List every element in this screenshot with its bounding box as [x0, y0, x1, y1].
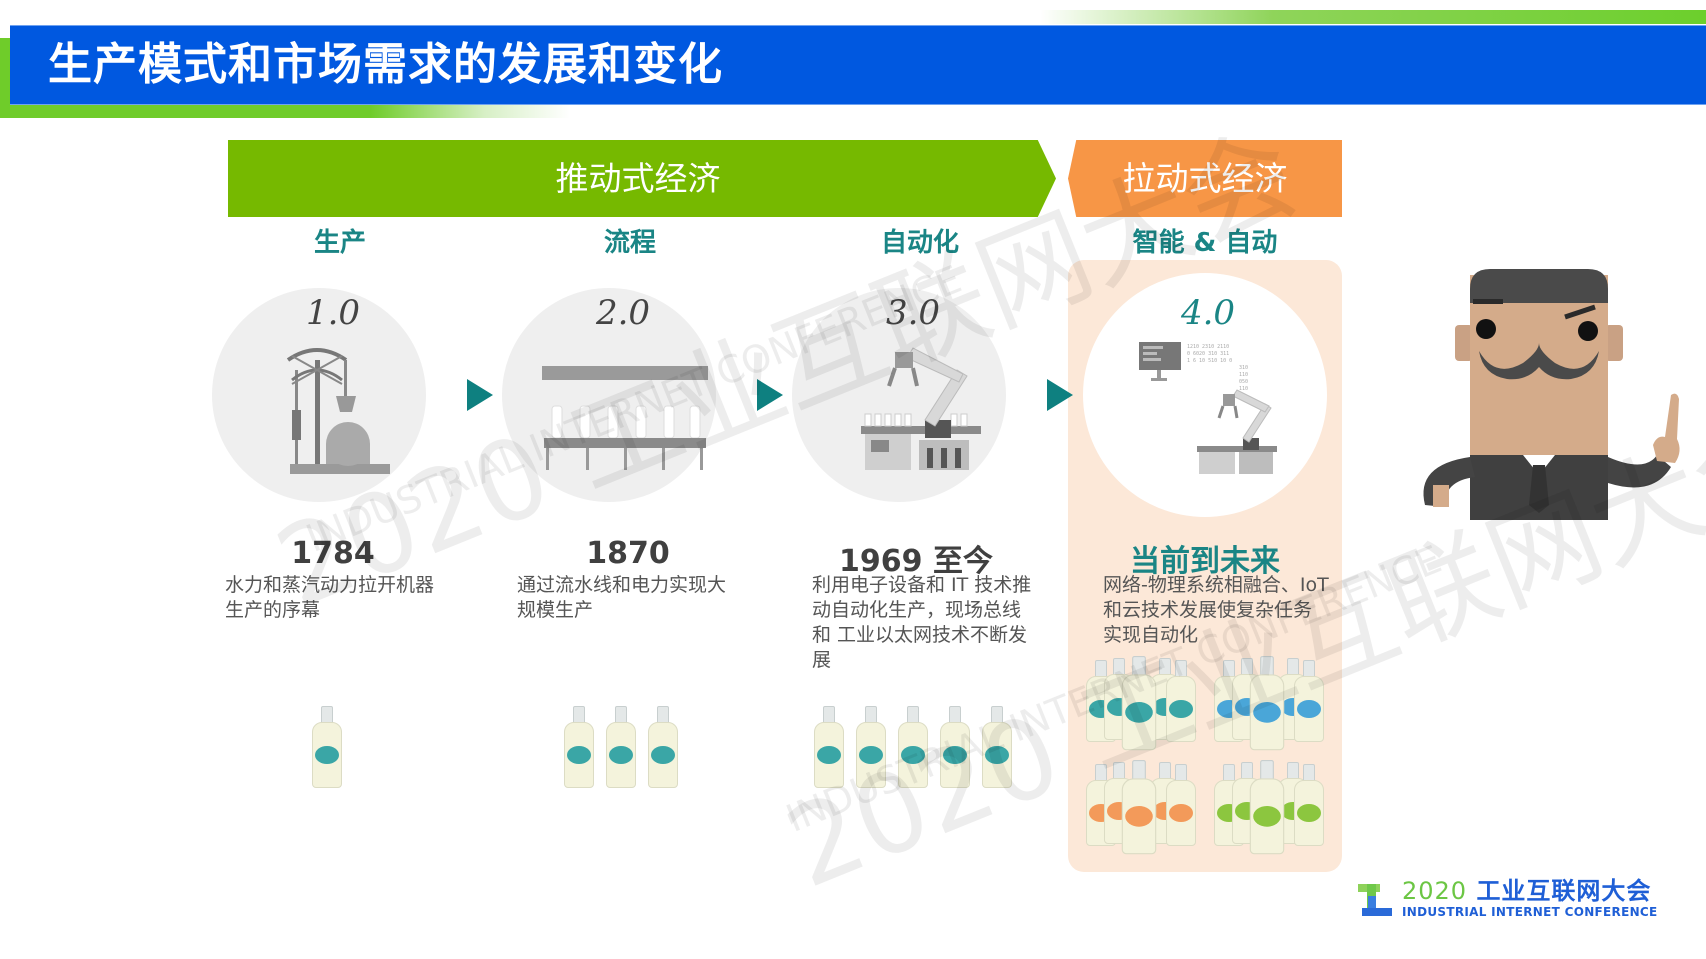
milk-bottle-icon: [1121, 760, 1157, 855]
svg-text:0 6020 310 311: 0 6020 310 311: [1187, 351, 1229, 357]
desc-3: 利用电子设备和 IT 技术推动自动化生产，现场总线和 工业以太网技术不断发展: [812, 574, 1032, 671]
milk-bottle-icon: [1166, 660, 1196, 742]
conference-logo: 2020 工业互联网大会 INDUSTRIAL INTERNET CONFERE…: [1358, 878, 1658, 922]
desc-4: 网络-物理系统相融合、IoT 和云技术发展使复杂任务实现自动化: [1103, 574, 1329, 646]
bottle-group-era-3: [814, 706, 1024, 788]
milk-bottle-icon: [648, 706, 678, 788]
svg-text:310: 310: [1239, 365, 1248, 371]
era-4-circle: [1083, 273, 1327, 517]
steam-engine-icon: [286, 348, 390, 474]
svg-text:1210 2310 2110: 1210 2310 2110: [1187, 344, 1229, 350]
era-label-production: 生产: [313, 228, 366, 258]
desc-1: 水力和蒸汽动力拉开机器生产的序幕: [225, 574, 435, 621]
milk-bottle-icon: [1121, 656, 1157, 751]
milk-bottle-icon: [940, 706, 970, 788]
era-label-smart: 智能 & 自动: [1132, 228, 1278, 258]
logo-english-name: INDUSTRIAL INTERNET CONFERENCE: [1402, 905, 1658, 919]
svg-text:110: 110: [1239, 372, 1248, 378]
milk-bottle-icon: [312, 706, 342, 788]
milk-bottle-icon: [1249, 760, 1285, 855]
push-economy-banner: [228, 140, 1056, 217]
svg-text:110: 110: [1239, 386, 1248, 392]
era-label-process: 流程: [603, 228, 656, 258]
logo-cn-text: 工业互联网大会: [1476, 877, 1652, 905]
year-3: 1969 至今: [839, 544, 993, 579]
milk-bottle-icon: [1294, 660, 1324, 742]
mustache-man-illustration: [1423, 269, 1680, 520]
era-2-circle: [502, 288, 716, 502]
logo-chinese-name: 2020 工业互联网大会: [1402, 878, 1651, 904]
page-title: 生产模式和市场需求的发展和变化: [48, 39, 723, 90]
arrow-right-icon: [467, 379, 493, 411]
milk-bottle-icon: [564, 706, 594, 788]
robot-arm-icon: [861, 347, 981, 470]
arrow-right-icon: [1047, 379, 1073, 411]
pull-economy-banner: [1068, 140, 1342, 217]
version-1: 1.0: [305, 293, 361, 333]
header-left-accent: [0, 38, 10, 118]
assembly-line-icon: [542, 366, 708, 470]
year-2: 1870: [586, 536, 670, 571]
milk-bottle-icon: [814, 706, 844, 788]
milk-bottle-icon: [606, 706, 636, 788]
version-2: 2.0: [595, 293, 651, 333]
conference-logo-mark-icon: [1358, 884, 1392, 916]
bottle-group-teal: [1086, 656, 1196, 751]
desc-2: 通过流水线和电力实现大规模生产: [517, 574, 727, 621]
version-3: 3.0: [885, 293, 941, 333]
milk-bottle-icon: [982, 706, 1012, 788]
bottle-group-orange: [1086, 760, 1196, 855]
header-accent-bar: [1040, 10, 1706, 24]
milk-bottle-icon: [1166, 764, 1196, 846]
bottle-group-blue: [1214, 656, 1324, 751]
year-1: 1784: [291, 536, 375, 571]
bottle-group-era-2: [564, 706, 684, 788]
pull-economy-label: 拉动式经济: [1122, 159, 1288, 198]
version-4: 4.0: [1180, 293, 1236, 333]
arrow-right-icon: [757, 379, 783, 411]
logo-year: 2020: [1402, 877, 1468, 905]
smart-factory-icon: 1210 2310 2110 0 6020 310 311 1 6 10 510…: [1139, 342, 1277, 474]
push-economy-label: 推动式经济: [555, 159, 721, 198]
svg-text:1 6 10 510 10 0: 1 6 10 510 10 0: [1187, 358, 1232, 364]
bottle-group-era-1: [312, 706, 342, 788]
era-label-automation: 自动化: [880, 228, 959, 258]
milk-bottle-icon: [1294, 764, 1324, 846]
milk-bottle-icon: [898, 706, 928, 788]
year-4: 当前到未来: [1130, 544, 1280, 579]
milk-bottle-icon: [856, 706, 886, 788]
svg-text:050: 050: [1239, 379, 1248, 385]
header-underline-accent: [0, 105, 570, 118]
bottle-group-green: [1214, 760, 1324, 855]
milk-bottle-icon: [1249, 656, 1285, 751]
title-bar: [10, 25, 1706, 105]
